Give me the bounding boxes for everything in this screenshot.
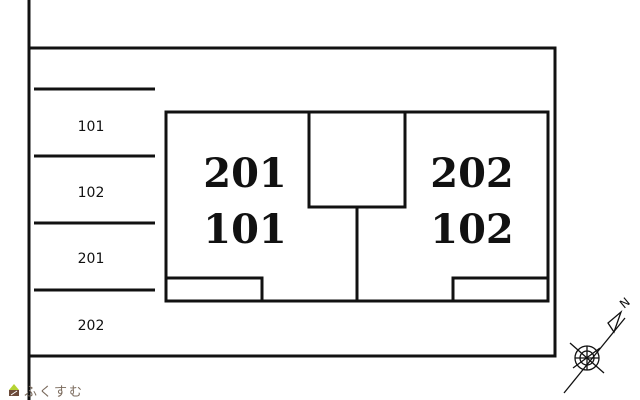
parking-space-label: 201 — [78, 251, 105, 267]
right-entry-box — [451, 276, 550, 303]
unit-label-upper-left: 201 — [203, 150, 287, 197]
lot-boundary — [27, 46, 557, 358]
unit-label-lower-left: 101 — [203, 206, 287, 253]
unit-label-upper-right: 202 — [430, 150, 514, 197]
unit-label-lower-right: 102 — [430, 206, 514, 253]
parking-space-label: 102 — [78, 185, 105, 201]
building — [164, 110, 550, 303]
logo: ふくすむ — [9, 384, 84, 400]
compass-icon: N — [563, 295, 633, 394]
stairwell-box — [307, 110, 407, 209]
parking-space-label: 202 — [78, 318, 105, 334]
left-entry-box — [164, 276, 264, 303]
parking-dividers — [34, 87, 155, 292]
parking-space-label: 101 — [78, 119, 105, 135]
north-label: N — [617, 295, 633, 311]
logo-text: ふくすむ — [24, 385, 84, 400]
house-logo-icon — [9, 384, 19, 396]
